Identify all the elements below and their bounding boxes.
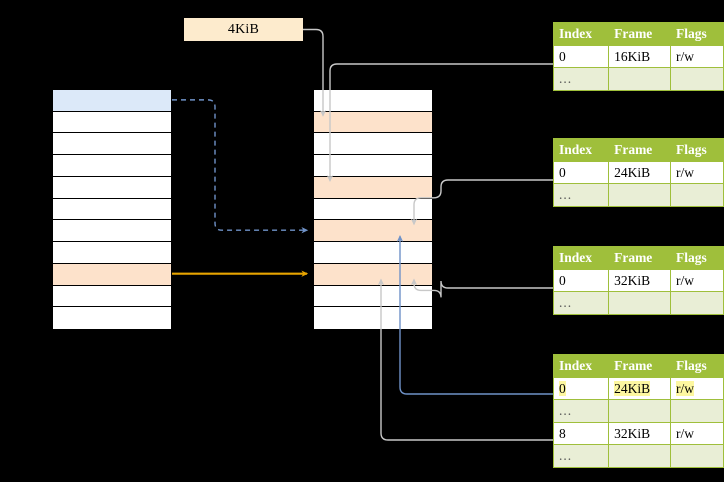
cell-index: 0 bbox=[552, 160, 610, 184]
highlighted-value: 0 bbox=[559, 380, 566, 396]
cell-flags bbox=[670, 67, 724, 91]
column-header-index: Index bbox=[552, 22, 610, 46]
physical-cell-row-5 bbox=[314, 198, 432, 221]
virtual-cell-row-0 bbox=[53, 90, 171, 112]
virtual-address-space-column bbox=[52, 89, 172, 329]
cell-flags bbox=[670, 444, 724, 468]
cell-frame bbox=[608, 67, 671, 91]
cell-index: ... bbox=[552, 183, 610, 207]
wire-table3-to-physical-row8 bbox=[410, 278, 553, 298]
virtual-cell-row-9 bbox=[53, 285, 171, 308]
virtual-cell-row-7 bbox=[53, 242, 171, 264]
cell-frame: 16KiB bbox=[608, 44, 671, 68]
cell-frame: 24KiB bbox=[608, 376, 671, 400]
cell-frame: 32KiB bbox=[608, 268, 671, 292]
virtual-cell-row-2 bbox=[53, 133, 171, 156]
cell-frame bbox=[608, 291, 671, 315]
physical-cell-row-0 bbox=[314, 90, 432, 112]
cell-flags: r/w bbox=[670, 421, 724, 445]
column-header-index: Index bbox=[552, 138, 610, 162]
cell-flags bbox=[670, 183, 724, 207]
cell-flags: r/w bbox=[670, 268, 724, 292]
wire-virtual-row0-to-physical-row6 bbox=[172, 99, 309, 234]
table-row-ellipsis: ... bbox=[552, 183, 724, 207]
virtual-cell-row-8 bbox=[53, 263, 171, 286]
cell-frame: 24KiB bbox=[608, 160, 671, 184]
physical-cell-row-6 bbox=[314, 220, 432, 243]
cell-index: 0 bbox=[552, 44, 610, 68]
table-row-ellipsis: ... bbox=[552, 444, 724, 468]
physical-cell-row-3 bbox=[314, 155, 432, 177]
highlighted-value: r/w bbox=[676, 380, 694, 396]
cell-flags bbox=[670, 399, 724, 423]
cell-frame bbox=[608, 183, 671, 207]
column-header-frame: Frame bbox=[608, 22, 671, 46]
cell-index: ... bbox=[552, 444, 610, 468]
virtual-cell-row-3 bbox=[53, 155, 171, 177]
cell-index: 0 bbox=[552, 268, 610, 292]
cell-flags: r/w bbox=[670, 44, 724, 68]
column-header-flags: Flags bbox=[670, 22, 724, 46]
table-row-ellipsis: ... bbox=[552, 399, 724, 423]
wire-table2-to-physical-row6 bbox=[410, 179, 553, 226]
physical-cell-row-1 bbox=[314, 111, 432, 134]
virtual-cell-row-1 bbox=[53, 111, 171, 134]
physical-cell-row-4 bbox=[314, 176, 432, 199]
cell-index: 0 bbox=[552, 376, 610, 400]
highlighted-value: 24KiB bbox=[614, 380, 651, 396]
column-header-flags: Flags bbox=[670, 354, 724, 378]
column-header-frame: Frame bbox=[608, 138, 671, 162]
cell-index: ... bbox=[552, 67, 610, 91]
cell-index: 8 bbox=[552, 421, 610, 445]
table-row-ellipsis: ... bbox=[552, 291, 724, 315]
column-header-flags: Flags bbox=[670, 138, 724, 162]
column-header-frame: Frame bbox=[608, 354, 671, 378]
column-header-flags: Flags bbox=[670, 246, 724, 270]
virtual-cell-row-4 bbox=[53, 176, 171, 199]
physical-cell-row-7 bbox=[314, 242, 432, 264]
column-header-frame: Frame bbox=[608, 246, 671, 270]
physical-cell-row-2 bbox=[314, 133, 432, 156]
physical-cell-row-10 bbox=[314, 307, 432, 329]
virtual-cell-row-5 bbox=[53, 198, 171, 221]
cell-flags bbox=[670, 291, 724, 315]
virtual-cell-row-10 bbox=[53, 307, 171, 329]
table-row-ellipsis: ... bbox=[552, 67, 724, 91]
cell-frame bbox=[608, 399, 671, 423]
column-header-index: Index bbox=[552, 354, 610, 378]
cell-flags: r/w bbox=[670, 160, 724, 184]
cell-index: ... bbox=[552, 399, 610, 423]
cell-flags: r/w bbox=[670, 376, 724, 400]
physical-cell-row-9 bbox=[314, 285, 432, 308]
physical-cell-row-8 bbox=[314, 263, 432, 286]
size-label-4kib: 4KiB bbox=[184, 18, 303, 41]
cell-index: ... bbox=[552, 291, 610, 315]
cell-frame bbox=[608, 444, 671, 468]
cell-frame: 32KiB bbox=[608, 421, 671, 445]
table-row: 0 24KiB r/w bbox=[552, 376, 724, 400]
virtual-cell-row-6 bbox=[53, 220, 171, 243]
column-header-index: Index bbox=[552, 246, 610, 270]
physical-memory-column bbox=[313, 89, 433, 329]
